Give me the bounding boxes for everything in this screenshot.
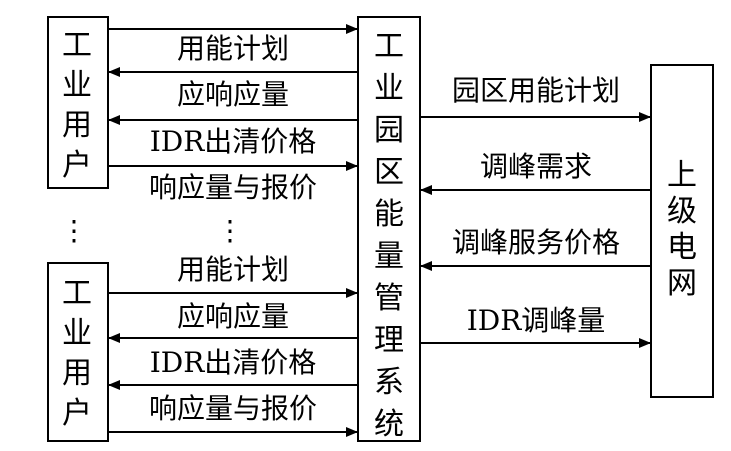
label-clearing-price-top: IDR出清价格: [150, 125, 317, 158]
label-plan-top: 用能计划: [177, 32, 289, 65]
ellipsis-links: ⋮: [216, 214, 244, 247]
v-grid-char: 网: [667, 266, 697, 301]
v-system-char: 区: [374, 155, 404, 190]
v-user-bottom-char: 业: [62, 316, 92, 351]
v-system-char: 系: [374, 365, 404, 400]
industrial-user-box-bottom: [47, 262, 109, 442]
label-peak-demand: 调峰需求: [480, 150, 592, 183]
v-user-bottom-char: 用: [62, 356, 92, 391]
v-system-char: 理: [374, 323, 404, 358]
v-system-char: 园: [374, 113, 404, 148]
energy-management-system-box: [357, 16, 421, 442]
v-user-bottom-char: 工: [62, 276, 92, 311]
label-peak-price: 调峰服务价格: [452, 226, 620, 259]
label-plan-bottom: 用能计划: [177, 253, 289, 286]
label-park-plan: 园区用能计划: [452, 74, 620, 107]
v-system-char: 业: [374, 71, 404, 106]
v-system-char: 量: [374, 239, 404, 274]
v-system-char: 工: [374, 29, 404, 64]
v-system-char: 管: [374, 281, 404, 316]
industrial-user-box-top: [47, 16, 109, 189]
v-grid-char: 上: [667, 158, 697, 193]
ellipsis-users: ⋮: [60, 214, 88, 247]
v-user-top-char: 户: [62, 148, 92, 183]
v-grid-char: 电: [667, 230, 697, 265]
v-system-char: 统: [374, 407, 404, 442]
label-clearing-price-bottom: IDR出清价格: [150, 346, 317, 379]
label-bid-bottom: 响应量与报价: [149, 392, 317, 425]
label-bid-top: 响应量与报价: [149, 171, 317, 204]
v-system-char: 能: [374, 197, 404, 232]
label-response-top: 应响应量: [177, 78, 289, 111]
v-user-top-char: 业: [62, 68, 92, 103]
v-grid-char: 级: [667, 194, 697, 229]
v-user-top-char: 工: [62, 28, 92, 63]
v-user-bottom-char: 户: [62, 396, 92, 431]
label-idr-amount: IDR调峰量: [467, 304, 606, 337]
upper-grid-box: [650, 64, 714, 398]
v-user-top-char: 用: [62, 108, 92, 143]
label-response-bottom: 应响应量: [177, 300, 289, 333]
